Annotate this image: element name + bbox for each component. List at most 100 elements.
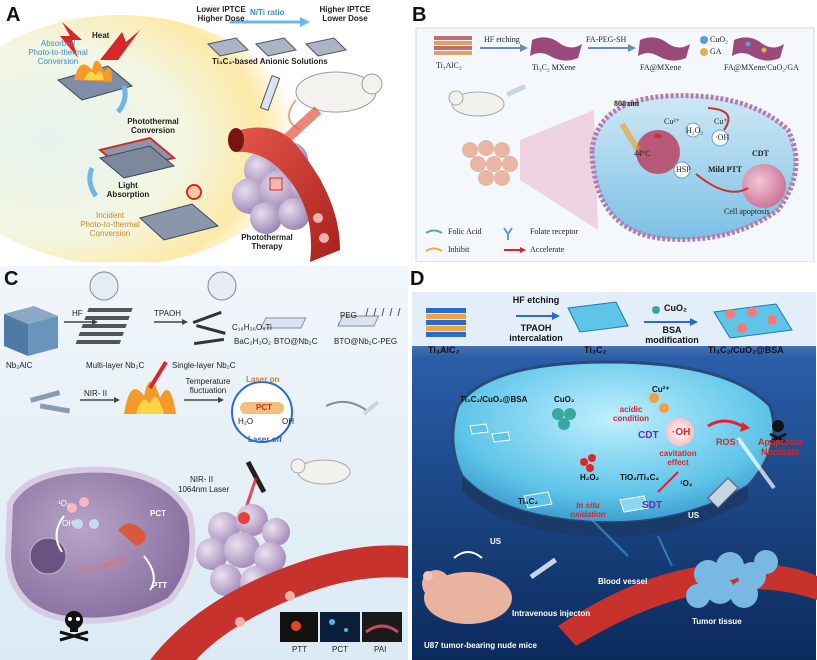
acidic-line1: acidic xyxy=(619,405,643,414)
bsa-label: BSA modification xyxy=(636,325,708,346)
ti2alc2-label: Ti₃AlC₂ xyxy=(428,345,460,355)
peg-label: PEG xyxy=(340,311,357,320)
acidic-line2: condition xyxy=(613,413,649,423)
tpaoh-line1: TPAOH xyxy=(520,323,552,333)
tpaoh-label: TPAOH intercalation xyxy=(500,323,572,344)
legend-inhibit: Inhibit xyxy=(448,245,470,254)
cavitation-line1: cavitation xyxy=(659,449,697,458)
cavitation-line2: effect xyxy=(667,457,689,467)
sdt-label: SDT xyxy=(642,500,662,511)
cdt-label: CDT xyxy=(752,149,769,158)
cuplus-label: Cu⁺ xyxy=(714,117,728,126)
photothermal-conversion-label: Photothermal Conversion xyxy=(118,117,188,136)
nb2alc-cube xyxy=(4,306,58,356)
cuo2-label: CuO₂ xyxy=(664,303,687,313)
fapeg-label: FA-PEG-SH xyxy=(586,35,627,44)
tissue-label: Tumor tissue xyxy=(692,617,742,626)
incident-line1: Incident xyxy=(95,211,125,220)
vessel-label: Blood vessel xyxy=(598,577,648,586)
ti3alc2-stack-d xyxy=(426,308,466,337)
absorbed-line2: Photo-to-thermal xyxy=(28,47,88,57)
cu2plus-label: Cu²⁺ xyxy=(664,117,680,126)
panel-letter: C xyxy=(4,268,19,290)
light-line1: Light xyxy=(118,181,138,190)
flame-c xyxy=(124,360,176,414)
flame-sheet xyxy=(56,60,134,101)
tumor-cells-b xyxy=(462,140,518,186)
incident-line3: Conversion xyxy=(89,228,131,238)
lower-iptce: Lower IPTCE xyxy=(196,5,246,14)
panel-letter: A xyxy=(6,4,21,26)
tumor-tissue-d xyxy=(686,550,778,608)
apoptosis-label: Cell apoptosis xyxy=(724,207,770,216)
nir2-label: NIR- II xyxy=(190,475,214,484)
higher-iptce: Higher IPTCE xyxy=(319,5,371,14)
mice-label: U87 tumor-bearing nude mice xyxy=(424,641,537,650)
absorbed-line3: Conversion xyxy=(37,56,79,66)
death-label: Apoptosis Necrosis xyxy=(750,437,810,458)
panel-a-art xyxy=(0,15,383,262)
btopeg-sheet xyxy=(337,307,401,327)
hf-line: HF etching xyxy=(512,295,560,305)
legend-folate: Folate receptor xyxy=(530,227,579,236)
therapy-line1: Photothermal xyxy=(241,233,293,242)
h2o2-label: H₂O₂ xyxy=(580,473,600,482)
ga-label: GA xyxy=(710,47,722,56)
final-label: Ti₃C₂/CuO₂@BSA xyxy=(708,345,784,355)
nir-label: NIR- II xyxy=(84,389,108,398)
absorbed-line1: Absorbed xyxy=(40,39,76,48)
legend-accelerate: Accelerate xyxy=(530,245,565,254)
acidic-label: acidic condition xyxy=(606,405,656,424)
oh-label: ·OH xyxy=(715,133,730,142)
panel-b-art xyxy=(415,27,815,262)
legend-b xyxy=(425,227,526,253)
o2-label: ¹O₂ xyxy=(58,499,70,508)
hf-label: HF xyxy=(72,309,83,318)
ros-label: ROS↑ xyxy=(716,437,741,447)
nm808-label: 808 nm xyxy=(614,99,640,108)
reagent1-label: C₁₆H₃₆O₄Ti xyxy=(232,323,272,332)
panel-d-art xyxy=(412,292,817,660)
large-cell-b xyxy=(589,93,799,242)
cdt-label: CDT xyxy=(638,430,659,441)
inset-pai-label: PAI xyxy=(374,645,387,654)
cell-label: Ti₃C₂/CuO₂@BSA xyxy=(460,395,528,404)
tempfluc-line1: Temperature xyxy=(185,377,231,386)
panel-a: A Heat Absorbed Photo-to-thermal Convers… xyxy=(0,0,408,262)
tumor-cell-c xyxy=(4,466,196,624)
photothermal-conv2: Conversion xyxy=(130,125,175,135)
higher-iptce-label: Higher IPTCE Lower Dose xyxy=(310,5,380,24)
anionic-solutions-label: Ti₃C₂-based Anionic Solutions xyxy=(212,57,328,66)
skull-icon xyxy=(59,611,89,642)
cuo2-label: CuO₂ xyxy=(710,35,728,44)
multilayer-stack xyxy=(75,308,133,344)
tempfluc-label: Temperature fluctuation xyxy=(182,377,234,396)
photothermal-conv1: Photothermal xyxy=(127,117,179,126)
famxene-label: FA@MXene xyxy=(640,63,681,72)
mid-sheet xyxy=(97,136,177,179)
ptt-label: PTT xyxy=(152,581,168,590)
pct-label: PCT xyxy=(256,403,272,412)
cu2plus-label: Cu²⁺ xyxy=(652,385,670,394)
light-absorption-label: Light Absorption xyxy=(98,181,158,200)
hf-label: HF etching xyxy=(496,295,576,306)
panel-b: B Ti₃AlC₂ HF etching Ti₃C₂ MXene FA-PEG-… xyxy=(408,0,817,262)
oh-label: ·OH xyxy=(672,427,691,438)
singlelayer-label: Single-layer Nb₂C xyxy=(172,361,236,370)
o2-label: ¹O₂ xyxy=(680,479,693,488)
panel-d: D Ti₃AlC₂ HF etching TPAOH intercalation… xyxy=(408,266,817,660)
h2o2-label: H₂O₂ xyxy=(686,126,704,135)
higher-dose: Higher Dose xyxy=(197,13,245,23)
panel-letter: D xyxy=(410,268,425,290)
solutions-row xyxy=(206,37,348,57)
insitu-line1: In situ xyxy=(576,501,600,510)
injection-label: Intravenous injecton xyxy=(512,609,591,618)
nti-ratio-label: N/Ti ratio xyxy=(250,8,285,17)
bto-label: BTO@Nb₂C xyxy=(274,337,318,346)
insitu-line2: oxidation xyxy=(570,509,606,519)
bsa-line1: BSA xyxy=(662,325,682,335)
lower-iptce-label: Lower IPTCE Higher Dose xyxy=(186,5,256,24)
lower-dose: Lower Dose xyxy=(322,13,368,23)
mildptt-label: Mild PTT xyxy=(708,165,743,174)
bsa-line2: modification xyxy=(645,334,699,345)
